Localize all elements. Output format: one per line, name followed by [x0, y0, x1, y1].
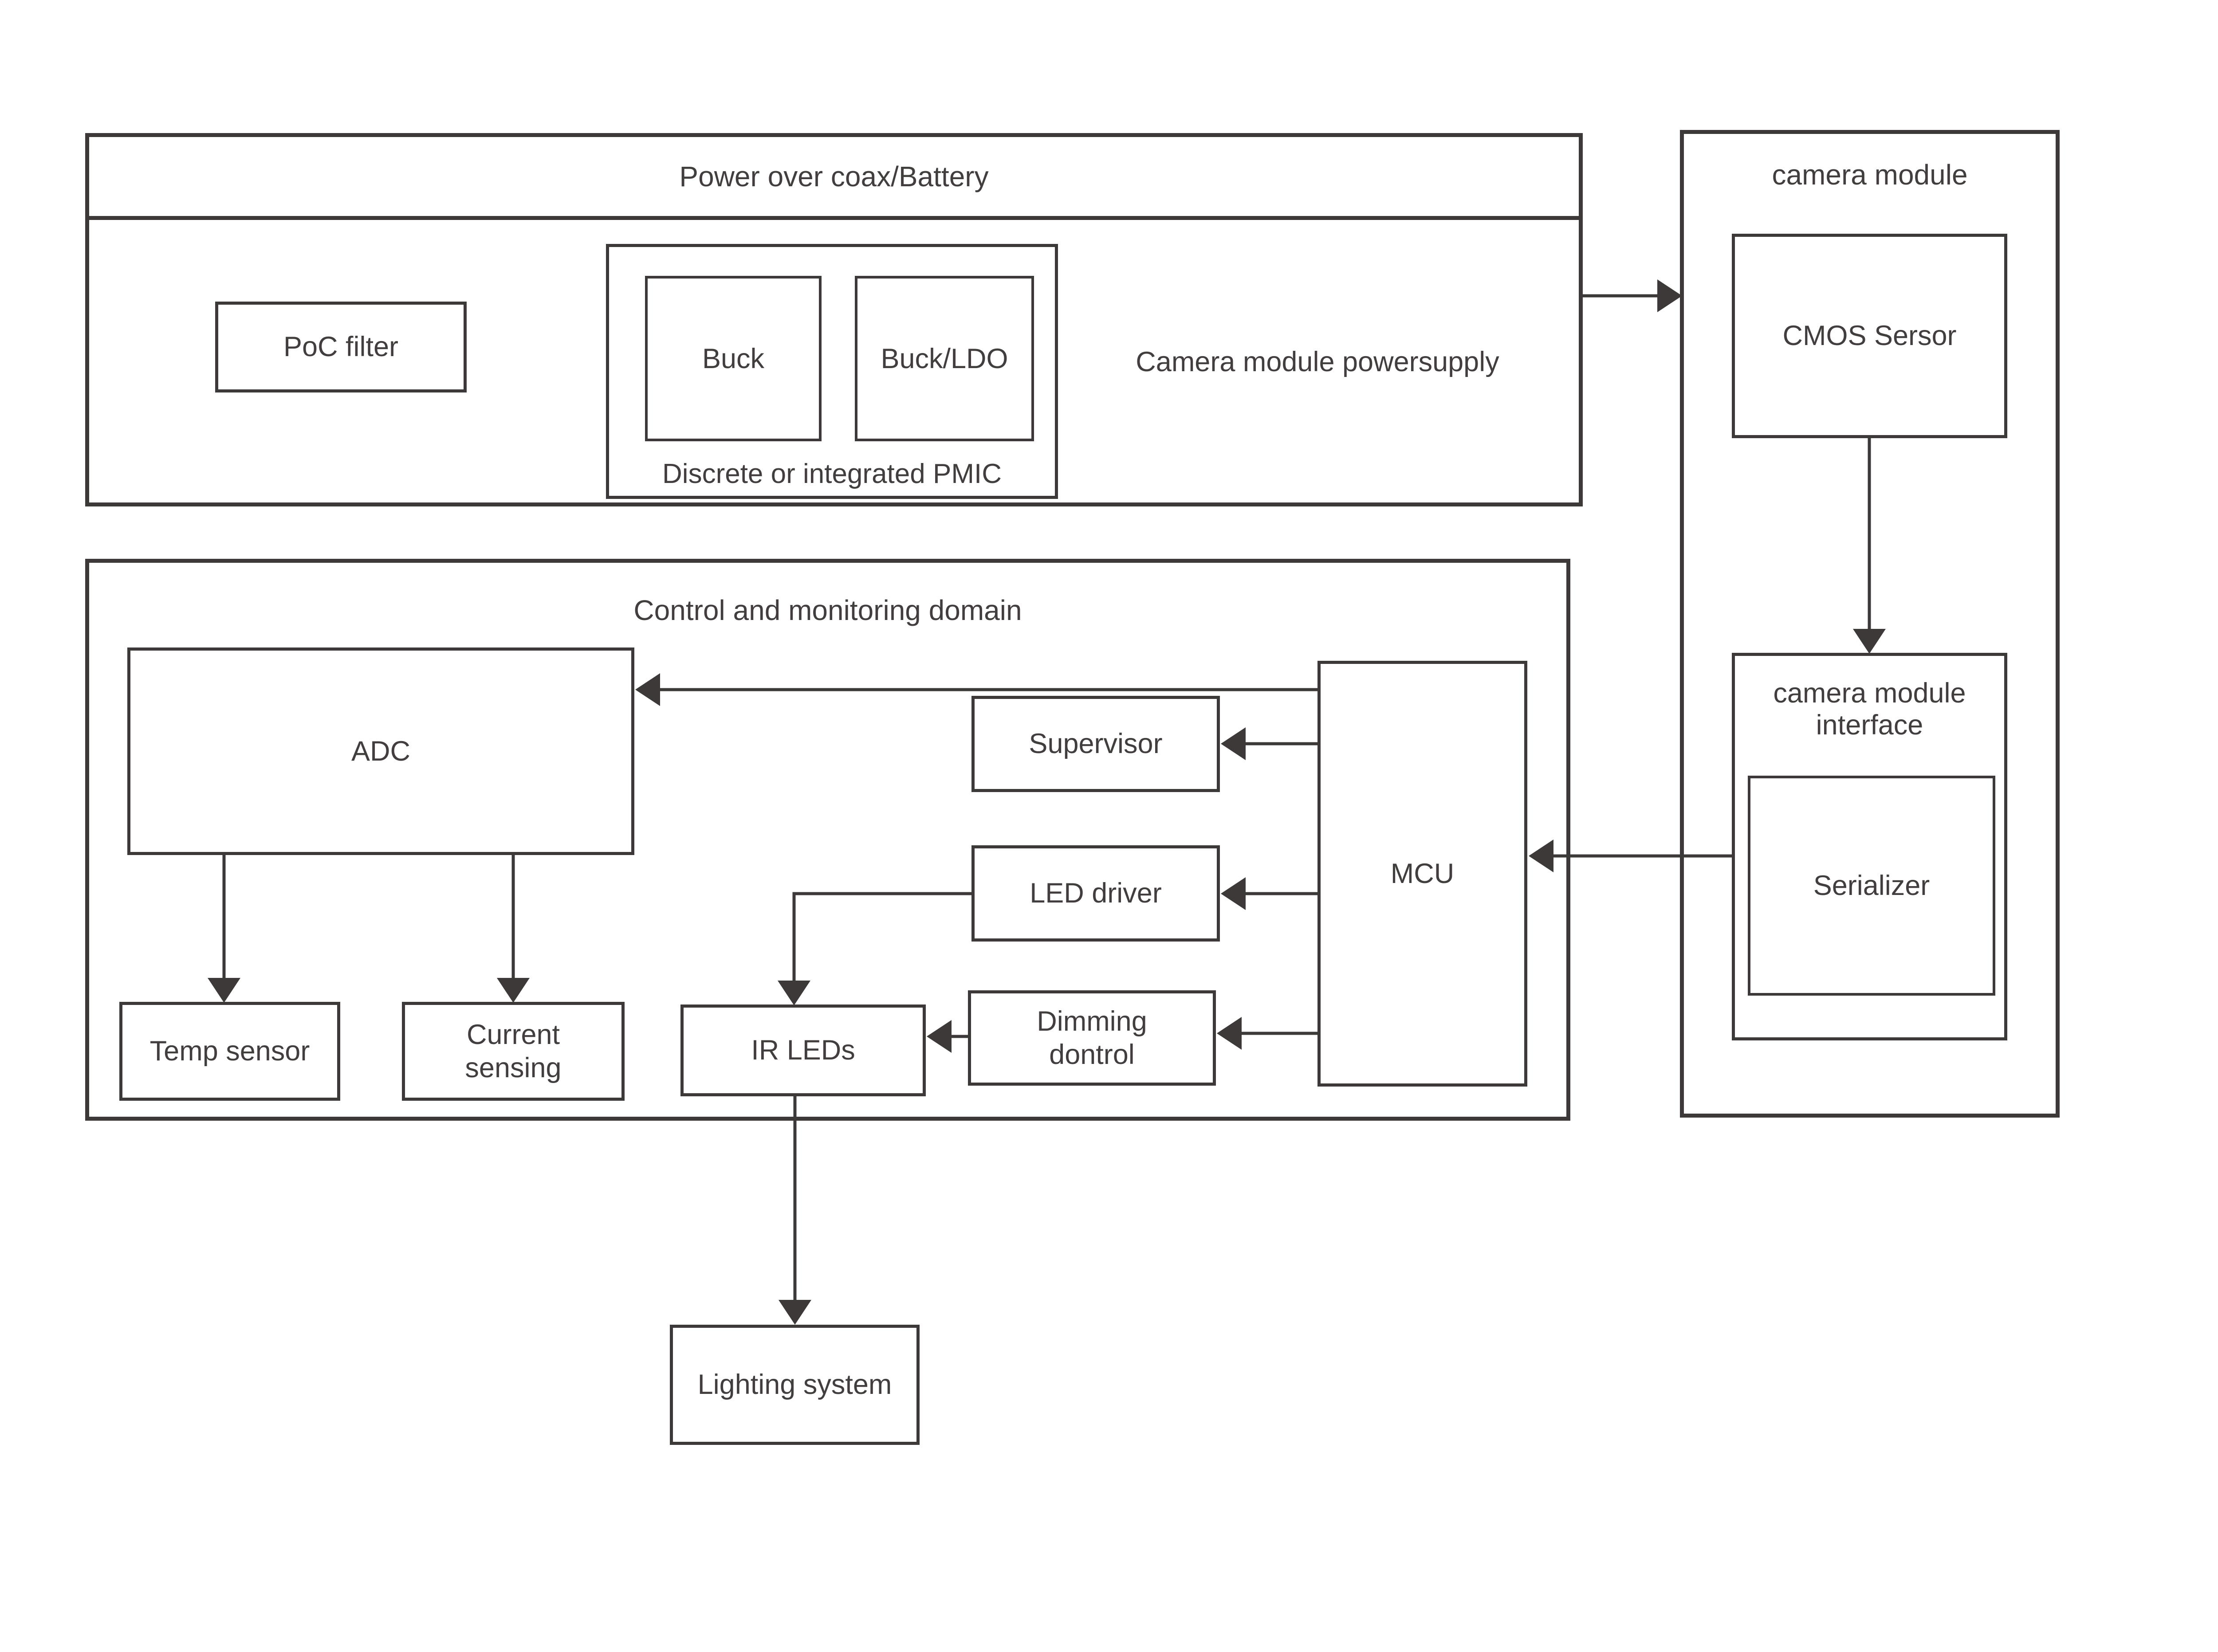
temp-sensor-node: Temp sensor	[119, 1002, 340, 1101]
arrow-mcu-to-dimming-control	[1217, 1017, 1317, 1050]
adc-label: ADC	[351, 735, 410, 767]
lighting-system-node: Lighting system	[670, 1325, 920, 1445]
poc-filter-label: PoC filter	[283, 331, 399, 363]
dimming-control-label: Dimming dontrol	[1037, 1006, 1147, 1070]
arrow-dimming-control-to-ir-leds	[927, 1020, 968, 1053]
arrow-mcu-to-supervisor	[1221, 727, 1317, 760]
arrow-led-driver-to-ir-leds	[778, 892, 971, 1005]
arrow-power-to-camera-module	[1583, 279, 1682, 312]
camera-module-title: camera module	[1772, 159, 1968, 191]
current-sensing-node: Current sensing	[402, 1002, 625, 1101]
led-driver-label: LED driver	[1030, 878, 1162, 909]
serializer-node: Serializer	[1748, 776, 1995, 996]
control-domain-title: Control and monitoring domain	[633, 594, 1022, 626]
buck-ldo-label: Buck/LDO	[881, 343, 1008, 374]
arrow-ir-leds-to-lighting-system	[779, 1096, 811, 1325]
supervisor-label: Supervisor	[1029, 728, 1163, 760]
power-domain-box: Power over coax/Battery	[85, 133, 1583, 506]
arrow-adc-to-temp-sensor	[208, 855, 240, 1003]
arrow-serializer-to-mcu	[1529, 840, 1732, 872]
power-domain-header: Power over coax/Battery	[89, 137, 1579, 220]
camera-module-interface-node: camera module interface Serializer	[1732, 653, 2007, 1040]
buck-label: Buck	[702, 343, 765, 374]
arrow-cmos-to-interface	[1853, 438, 1886, 654]
control-domain-box: Control and monitoring domain	[85, 559, 1570, 1121]
ir-leds-node: IR LEDs	[680, 1005, 926, 1096]
serializer-label: Serializer	[1813, 870, 1930, 901]
temp-sensor-label: Temp sensor	[149, 1036, 310, 1067]
current-sensing-label: Current sensing	[465, 1019, 562, 1083]
arrow-mcu-to-adc	[635, 673, 1317, 706]
lighting-system-label: Lighting system	[697, 1369, 892, 1401]
camera-module-box: camera module	[1680, 130, 2060, 1118]
camera-module-powersupply-label: Camera module powersupply	[1136, 346, 1499, 377]
poc-filter-node: PoC filter	[215, 302, 467, 392]
camera-module-interface-label: camera module interface	[1773, 678, 1966, 741]
supervisor-node: Supervisor	[971, 696, 1220, 792]
led-driver-node: LED driver	[971, 845, 1220, 942]
adc-node: ADC	[127, 647, 634, 855]
mcu-node: MCU	[1317, 661, 1527, 1087]
dimming-control-node: Dimming dontrol	[968, 990, 1216, 1086]
power-domain-title: Power over coax/Battery	[679, 161, 989, 192]
pmic-label: Discrete or integrated PMIC	[662, 459, 1002, 489]
ir-leds-label: IR LEDs	[751, 1035, 855, 1066]
cmos-sensor-label: CMOS Sersor	[1782, 320, 1957, 352]
cmos-sensor-node: CMOS Sersor	[1732, 234, 2007, 438]
mcu-label: MCU	[1390, 858, 1455, 889]
pmic-group-box: Buck Buck/LDO Discrete or integrated PMI…	[606, 244, 1058, 499]
buck-node: Buck	[645, 276, 822, 441]
arrow-adc-to-current-sensing	[497, 855, 530, 1003]
buck-ldo-node: Buck/LDO	[855, 276, 1034, 441]
arrow-mcu-to-led-driver	[1221, 877, 1317, 910]
